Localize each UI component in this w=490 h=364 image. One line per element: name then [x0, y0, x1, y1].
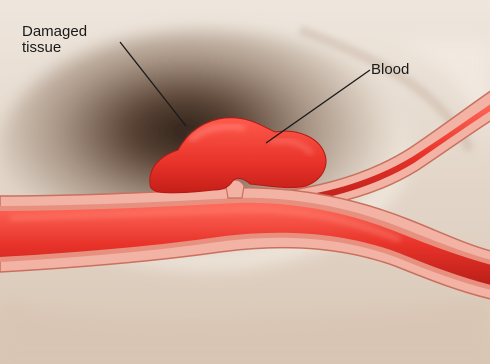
label-damaged-tissue: Damaged tissue — [22, 24, 122, 56]
label-blood: Blood — [371, 62, 409, 78]
